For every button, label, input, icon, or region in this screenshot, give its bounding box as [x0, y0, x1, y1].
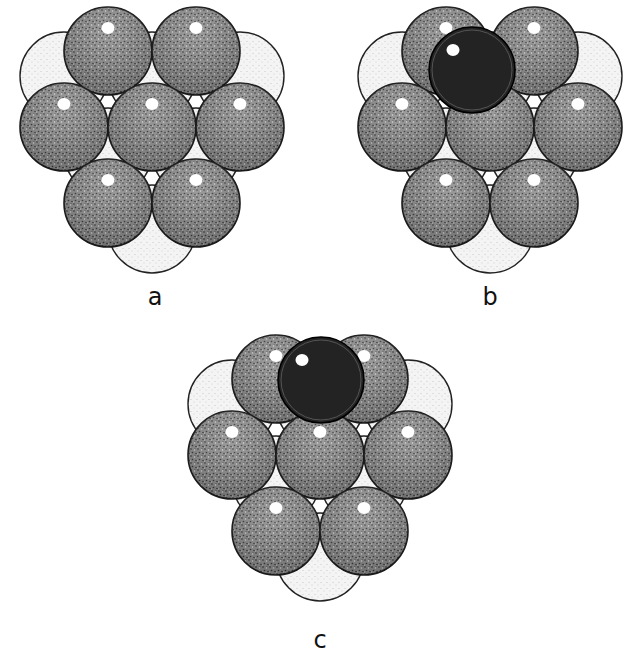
figure-label: c — [313, 628, 326, 652]
cluster-b — [358, 7, 622, 273]
figure-label: b — [482, 285, 497, 309]
figure-label: a — [148, 285, 163, 309]
cluster-c — [188, 335, 452, 601]
cluster-a — [20, 7, 284, 273]
